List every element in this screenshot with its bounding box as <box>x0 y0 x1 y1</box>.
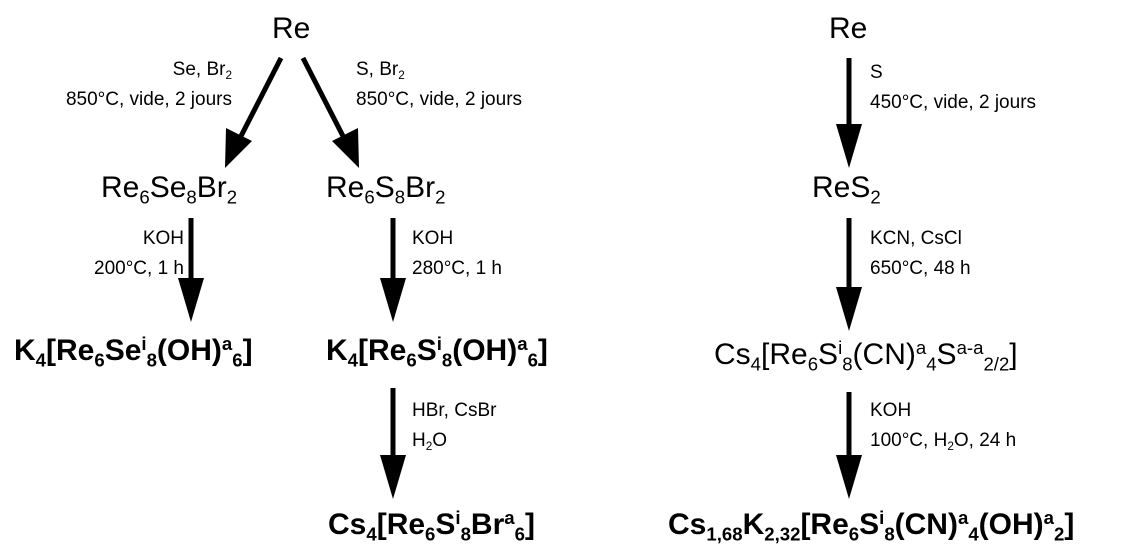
cs168-k232-product: Cs1,68K2,32[Re6Si8(CN)a4(OH)a2] <box>668 506 1075 545</box>
re6s8br2-label: Re6S8Br2 <box>326 171 446 208</box>
arrow-re6se8br2-to-k4-se <box>178 218 204 322</box>
arrow-re-to-re6se8br2 <box>225 56 284 168</box>
arrow-re-to-res2 <box>836 58 862 168</box>
arrow-res2-to-cs4-cn <box>836 218 862 331</box>
arrow-re6s8br2-to-k4-s <box>380 218 406 322</box>
se-br2-conditions: Se, Br2 850°C, vide, 2 jours <box>4 55 232 115</box>
se-br2-temperature: 850°C, vide, 2 jours <box>65 89 232 110</box>
cs4-re6s8-cn4-s-product: Cs4[Re6Si8(CN)a4Sa-a2/2] <box>714 336 1018 375</box>
kcn-cscl-temperature: 650°C, 48 h <box>870 258 971 279</box>
s-koh-temperature: 280°C, 1 h <box>412 258 502 279</box>
k4-re6se8-oh6-product: K4[Re6Sei8(OH)a6] <box>14 332 253 371</box>
right-start-re: Re <box>829 12 868 45</box>
kcn-cscl-reagents: KCN, CsCl <box>870 228 962 249</box>
cs4-re6s8-br6-product: Cs4[Re6Si8Bra6] <box>328 506 535 545</box>
s-br2-conditions: S, Br2 850°C, vide, 2 jours <box>356 55 522 115</box>
left-start-re: Re <box>272 12 311 45</box>
res2-label: ReS2 <box>812 171 881 208</box>
s-koh-conditions: KOH 280°C, 1 h <box>412 224 502 284</box>
koh-100-conditions: KOH 100°C, H2O, 24 h <box>870 396 1016 456</box>
kcn-cscl-conditions: KCN, CsCl 650°C, 48 h <box>870 224 971 284</box>
k4-re6s8-oh6-product: K4[Re6Si8(OH)a6] <box>326 332 548 371</box>
arrow-cs4-cn-to-cs168k232 <box>836 392 862 499</box>
se-koh-conditions: KOH 200°C, 1 h <box>42 224 184 284</box>
hbr-csbr-reagents: HBr, CsBr <box>412 400 497 421</box>
s-br2-reagents: S, Br2 <box>356 59 405 83</box>
se-koh-reagent: KOH <box>142 228 184 249</box>
re6se8br2-label: Re6Se8Br2 <box>101 171 238 208</box>
se-koh-temperature: 200°C, 1 h <box>94 258 184 279</box>
s-koh-reagent: KOH <box>412 228 454 249</box>
koh-100-temperature: 100°C, H2O, 24 h <box>870 430 1017 454</box>
koh-100-reagent: KOH <box>870 400 912 421</box>
se-br2-reagents: Se, Br2 <box>172 59 232 83</box>
arrow-k4-s-to-cs4-br <box>380 388 406 499</box>
s-br2-temperature: 850°C, vide, 2 jours <box>356 89 523 110</box>
s-450-conditions: S 450°C, vide, 2 jours <box>870 58 1036 118</box>
h2o-solvent: H2O <box>412 430 448 454</box>
arrow-re-to-re6s8br2 <box>300 56 359 168</box>
s-450-reagent: S <box>870 62 883 83</box>
hbr-csbr-conditions: HBr, CsBr H2O <box>412 396 496 456</box>
s-450-temperature: 450°C, vide, 2 jours <box>870 92 1037 113</box>
